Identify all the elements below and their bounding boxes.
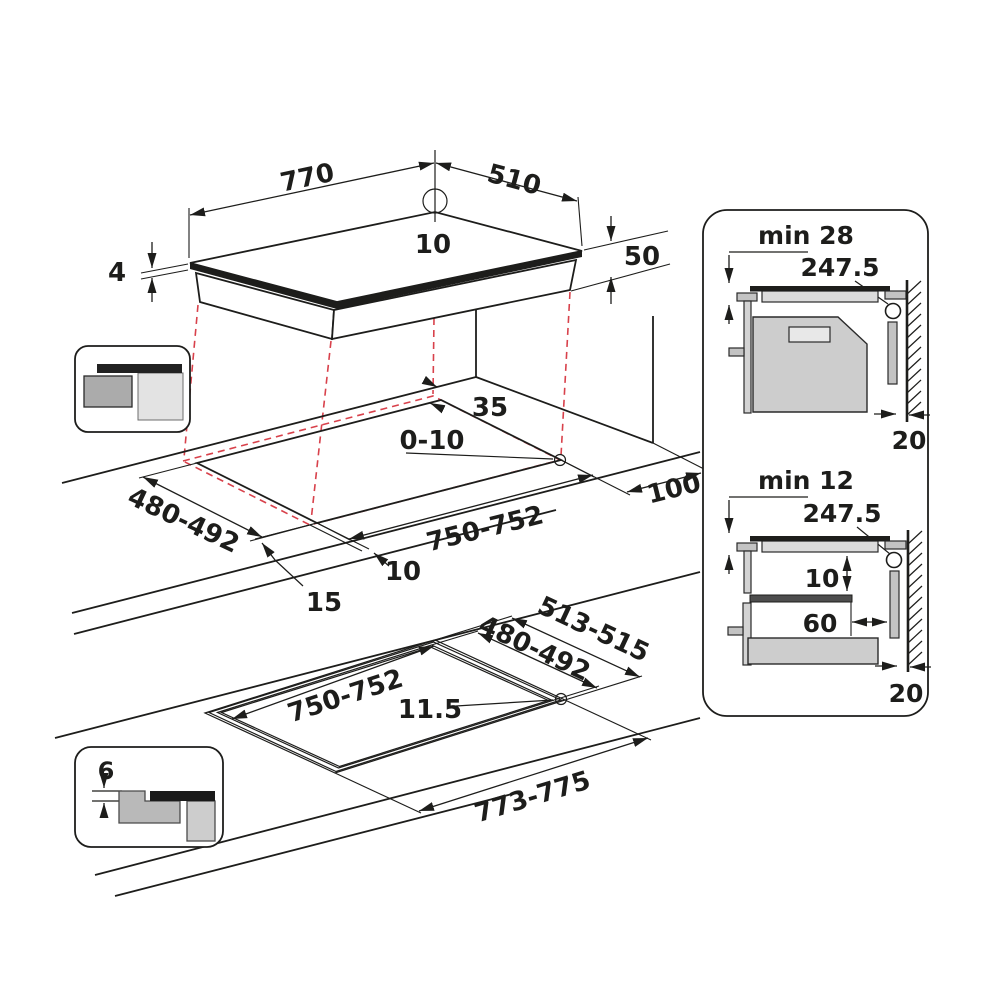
surface-mount-worktop	[83, 375, 133, 408]
flush-mount-icon: 6	[74, 746, 224, 848]
worktop-back-edge	[61, 376, 477, 484]
surface-mount-hob	[97, 364, 182, 373]
flush-mount-hob	[150, 791, 215, 801]
side-view-drawer: min 12 247.5 10 60	[724, 466, 931, 708]
dim-6-label: 6	[98, 757, 115, 785]
dim-20-drawer-label: 20	[889, 679, 924, 708]
surface-mount-icon	[74, 345, 191, 433]
wall-hatching2	[907, 530, 923, 666]
hob-glass-section2	[750, 536, 890, 542]
flush-mount-cabinet	[186, 800, 216, 842]
worktop-right	[884, 290, 907, 300]
hole-position: 10	[415, 150, 451, 260]
oven-body	[752, 316, 868, 413]
rear-baffle2	[889, 570, 900, 639]
dim-10-top-label: 10	[415, 230, 451, 260]
side-view-panel: min 28 247.5	[702, 209, 931, 717]
worktop-right-edge	[475, 376, 654, 444]
min-28-label: min 28	[758, 221, 854, 250]
dim-15: 15	[249, 522, 342, 618]
dim-480-492-surface: 480-492	[123, 462, 318, 560]
cabinet-rail	[728, 347, 745, 357]
wall-hatching	[906, 280, 922, 416]
worktop-front-edge	[71, 451, 701, 614]
dim-35-label: 35	[472, 393, 508, 423]
surface-mount-cabinet	[137, 372, 184, 421]
dim-35: 35	[421, 375, 508, 423]
glass-edge-band	[190, 251, 582, 309]
dim-0-10-label: 0-10	[399, 426, 464, 456]
dim-10-side-label: 10	[385, 557, 421, 587]
worktop-left2	[736, 542, 758, 552]
dim-750-752-surface-label: 750-752	[424, 500, 547, 558]
hob-body-right-face	[331, 258, 578, 341]
dim-10-shelf-label: 10	[805, 564, 840, 593]
corner-gap-marker	[553, 453, 567, 467]
dim-4-label: 4	[108, 258, 126, 288]
dim-4: 4	[108, 242, 189, 302]
dim-0-10: 0-10	[399, 426, 567, 467]
glass-top-surface	[189, 211, 583, 303]
cabinet-rail2	[727, 626, 744, 636]
dim-20-oven-label: 20	[892, 426, 927, 455]
hob-body-section2	[761, 540, 879, 553]
dim-770-label: 770	[278, 158, 337, 199]
dim-50-label: 50	[624, 242, 660, 272]
drawer-body	[747, 637, 879, 665]
dim-247-5-oven-label: 247.5	[800, 253, 879, 282]
cable-point-marker	[884, 302, 902, 320]
flush-rim-inner2	[219, 646, 551, 768]
hob-body-section	[761, 290, 879, 303]
hob-glass-section	[750, 286, 890, 292]
flush-worktop-back-edge	[54, 571, 701, 739]
cabinet-side-panel	[743, 300, 752, 414]
dim-15-label: 15	[306, 588, 342, 618]
dim-510-label: 510	[484, 159, 544, 202]
dim-60-label: 60	[803, 609, 838, 638]
dim-100-label: 100	[644, 468, 704, 510]
side-view-oven: min 28 247.5	[724, 221, 930, 455]
oven-vent	[788, 326, 831, 343]
dim-10-side: 10	[309, 522, 421, 587]
hob-top-view: 770 10 510 50 4	[108, 150, 671, 341]
dim-480-492-surface-label: 480-492	[123, 482, 244, 560]
min-12-label: min 12	[758, 466, 854, 495]
dim-11-5: 11.5	[398, 695, 554, 725]
dim-100: 100	[560, 442, 705, 510]
worktop-left	[736, 292, 758, 302]
dim-50: 50	[570, 216, 671, 304]
cabinet-side-panel2a	[743, 550, 752, 594]
protection-shelf	[749, 594, 853, 603]
dim-11-5-label: 11.5	[398, 695, 462, 725]
cable-point-marker2	[885, 551, 903, 569]
worktop-right2	[884, 540, 907, 550]
rear-baffle	[887, 321, 898, 385]
dim-247-5-drawer-label: 247.5	[802, 499, 881, 528]
